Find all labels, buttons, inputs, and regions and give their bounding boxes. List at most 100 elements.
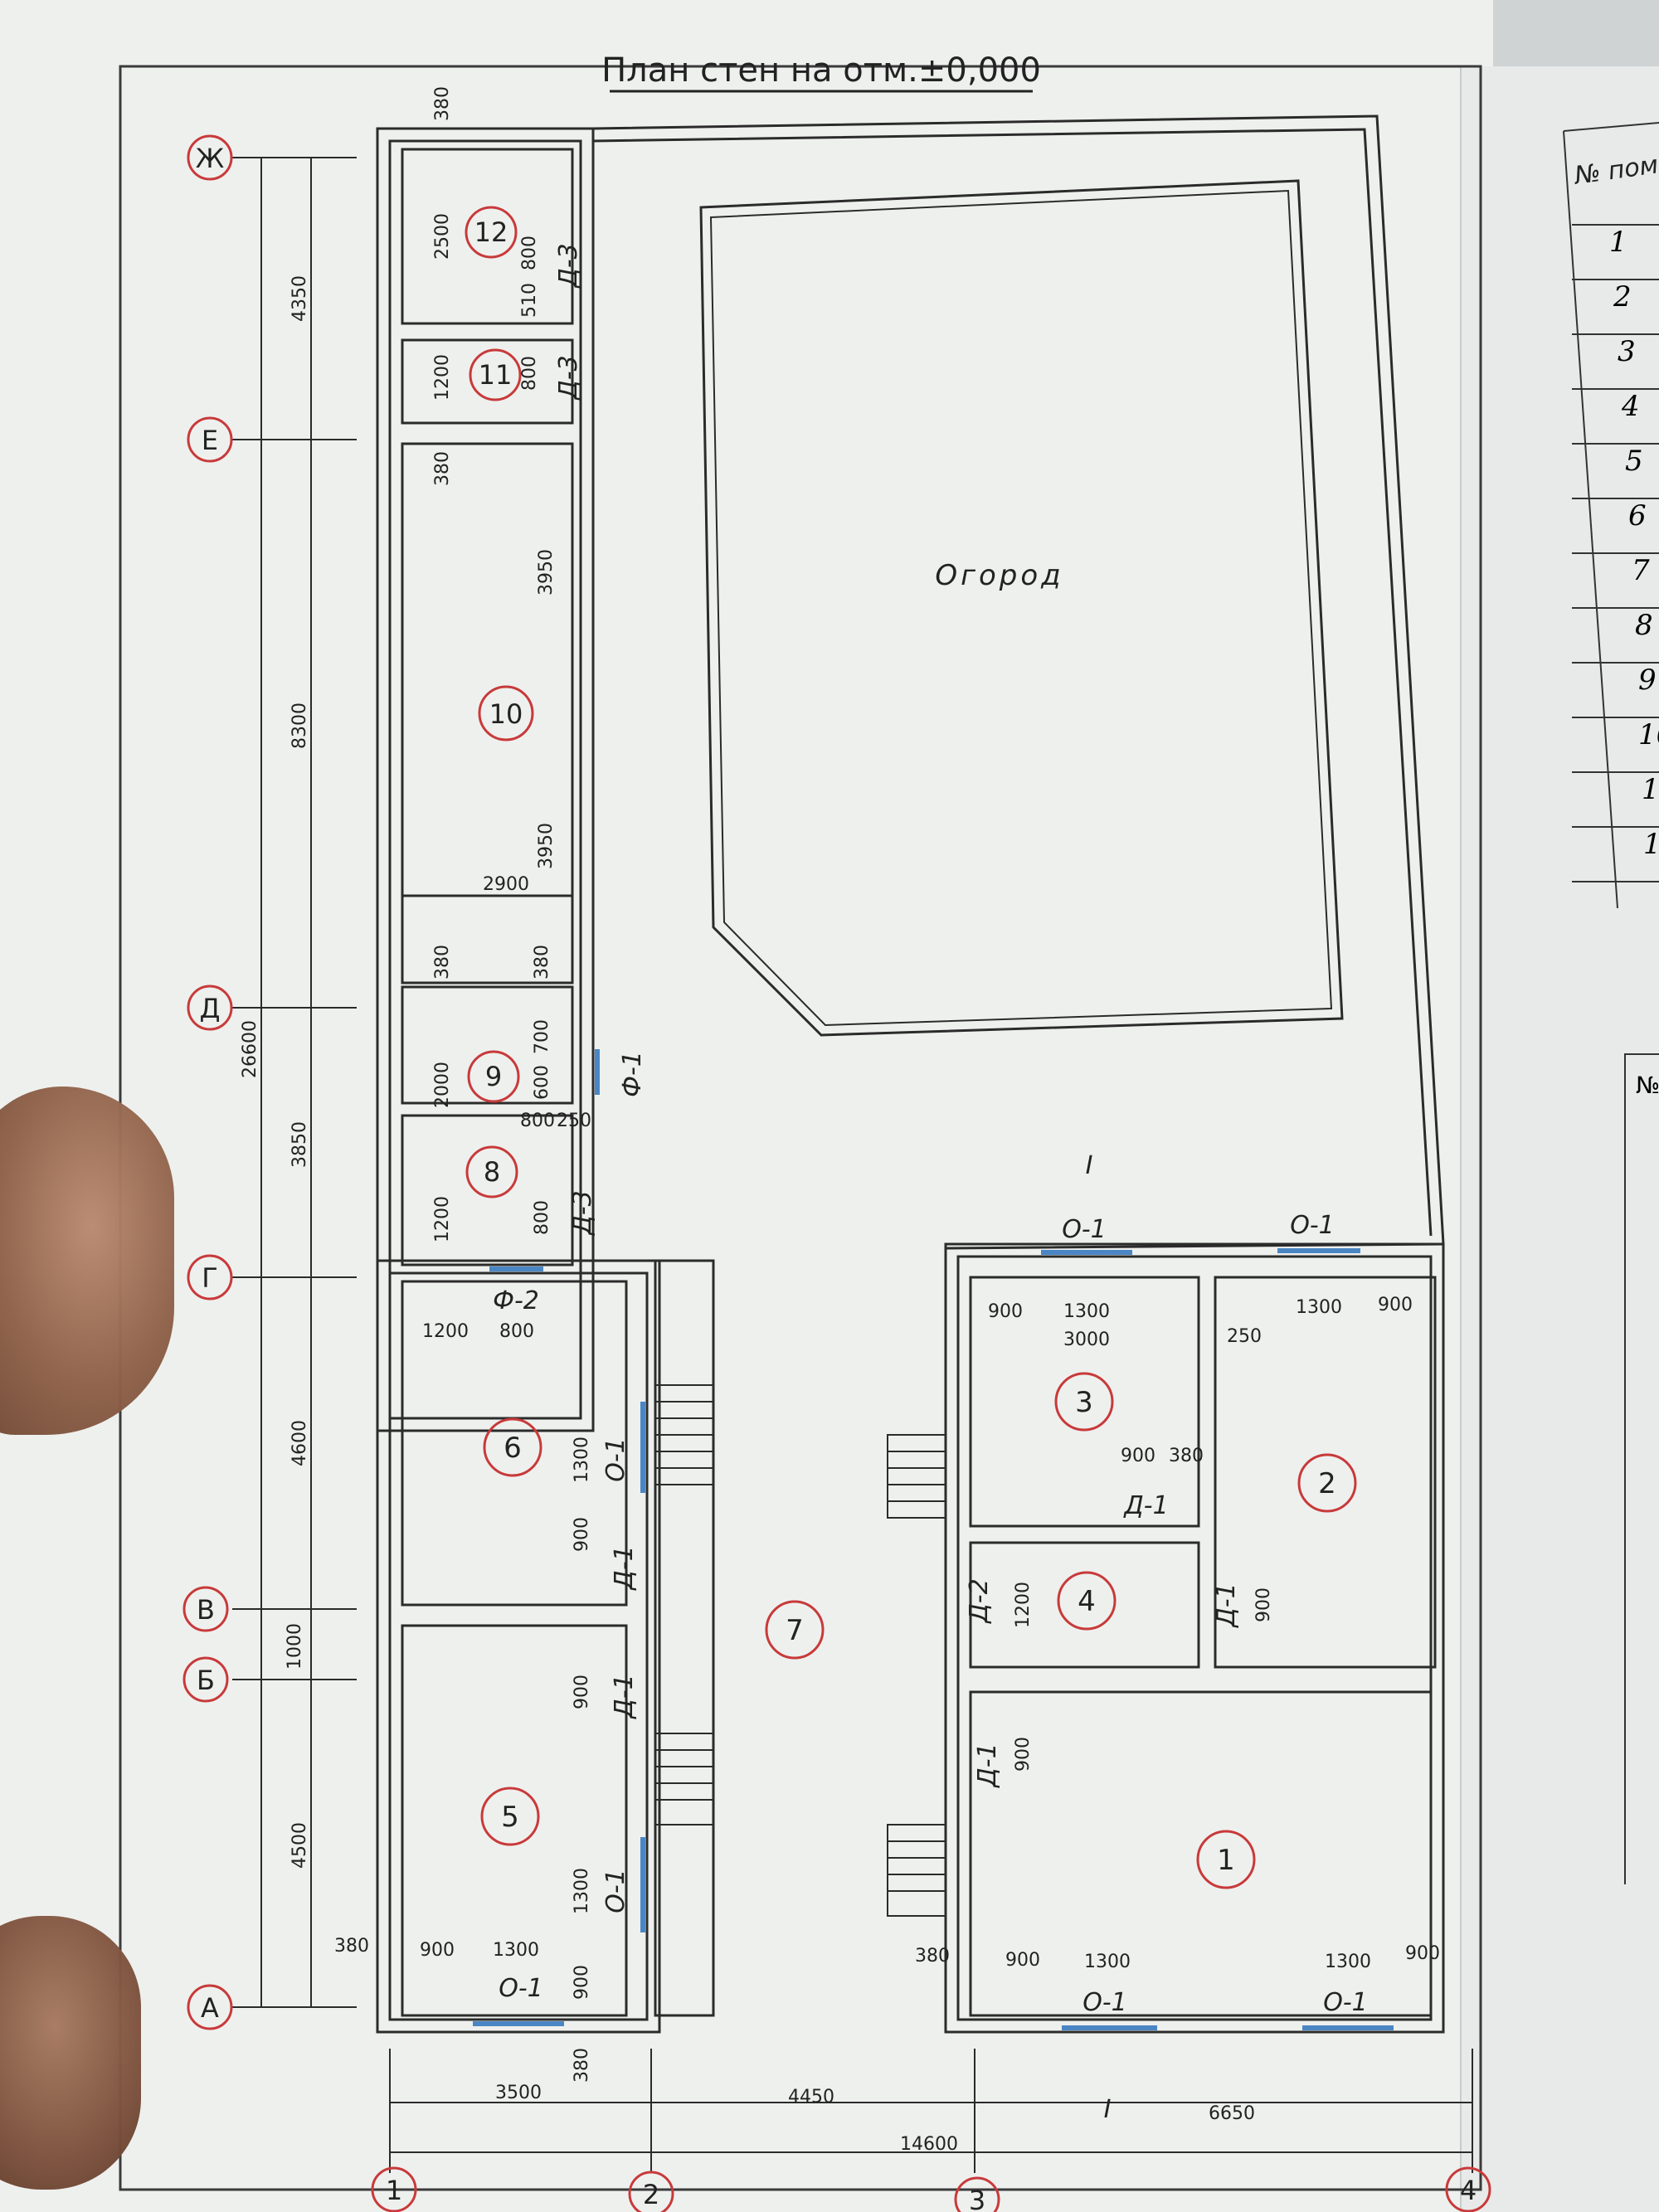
second-table: № п <box>1624 1053 1659 1884</box>
mark-door-d1: Д-1 <box>610 1674 639 1719</box>
svg-text:1200: 1200 <box>432 354 453 401</box>
right-block-walls <box>969 1276 1437 2017</box>
room-5: 5 <box>480 1787 540 1846</box>
room-6: 6 <box>483 1417 542 1477</box>
svg-text:380: 380 <box>432 945 453 980</box>
svg-text:4600: 4600 <box>289 1420 310 1466</box>
svg-text:380: 380 <box>432 86 453 121</box>
vertical-dim-chain <box>232 157 357 2008</box>
element-marks: О-1 О-1 Ф-2 О-1 О-1 О-1 Д-1 I I <box>493 1151 1368 2124</box>
svg-text:1: 1 <box>1217 1844 1235 1877</box>
svg-text:380: 380 <box>334 1936 369 1957</box>
svg-text:4: 4 <box>1078 1585 1096 1618</box>
mark-door-d3: Д-3 <box>554 243 583 289</box>
mark-window-o1: О-1 <box>1323 1988 1368 2017</box>
finger-occlusion <box>0 1087 174 1435</box>
mark-window-o1: О-1 <box>1290 1211 1335 1240</box>
svg-text:А: А <box>201 1992 219 2024</box>
svg-text:380: 380 <box>915 1946 950 1966</box>
svg-text:700: 700 <box>532 1019 552 1054</box>
svg-text:250: 250 <box>1227 1326 1262 1347</box>
svg-text:250: 250 <box>557 1111 591 1131</box>
svg-text:600: 600 <box>532 1065 552 1100</box>
svg-text:800: 800 <box>519 236 540 270</box>
mark-window-o1: О-1 <box>499 1974 543 2003</box>
mark-window-f2: Ф-2 <box>493 1286 539 1315</box>
svg-text:900: 900 <box>1405 1943 1440 1964</box>
svg-text:4350: 4350 <box>289 275 310 322</box>
svg-text:1300: 1300 <box>493 1940 539 1961</box>
svg-text:1200: 1200 <box>422 1321 469 1342</box>
svg-text:3950: 3950 <box>536 549 557 596</box>
svg-text:Д: Д <box>200 993 221 1024</box>
svg-text:1300: 1300 <box>572 1437 592 1483</box>
svg-text:800: 800 <box>520 1111 555 1131</box>
windows <box>473 1049 1394 2030</box>
column-axis-markers: 1 2 3 4 <box>371 2166 1491 2212</box>
mark-window-o1: О-1 <box>1082 1988 1127 2017</box>
mark-window-o1: О-1 <box>601 1869 630 1913</box>
svg-text:3: 3 <box>1075 1386 1093 1419</box>
table-row: 1 <box>1572 224 1659 279</box>
plan-title: План стен на отм.±0,000 <box>601 51 1041 90</box>
svg-text:900: 900 <box>572 1965 592 2000</box>
room-9: 9 <box>467 1050 520 1103</box>
svg-text:900: 900 <box>988 1301 1023 1322</box>
svg-text:2: 2 <box>1318 1467 1336 1500</box>
svg-text:Б: Б <box>197 1665 215 1696</box>
svg-text:5: 5 <box>501 1801 519 1834</box>
axis-marker-zh: Ж <box>187 134 233 181</box>
svg-text:11: 11 <box>479 359 513 391</box>
svg-text:4450: 4450 <box>788 2087 834 2107</box>
svg-text:1300: 1300 <box>1084 1952 1131 1972</box>
room-table-rows: 1 2 3 4 5 6 7 8 9 10 11 12 <box>1572 224 1659 882</box>
svg-text:10: 10 <box>489 698 523 730</box>
mark-door-d1: Д-1 <box>1212 1582 1241 1628</box>
axis-marker-e: Е <box>187 416 233 463</box>
svg-text:900: 900 <box>572 1675 592 1709</box>
room-markers: 1 2 3 4 5 6 7 8 9 10 11 12 <box>465 206 1357 1889</box>
svg-text:3: 3 <box>969 2185 985 2212</box>
svg-text:6: 6 <box>504 1432 522 1465</box>
svg-text:380: 380 <box>532 945 552 980</box>
svg-text:26600: 26600 <box>240 1020 260 1078</box>
svg-text:900: 900 <box>1013 1737 1034 1772</box>
axis-marker-d: Д <box>187 984 233 1031</box>
mark-door-d1: Д-1 <box>1122 1491 1168 1520</box>
svg-text:800: 800 <box>519 356 540 391</box>
svg-text:8: 8 <box>484 1156 500 1188</box>
svg-text:800: 800 <box>499 1321 534 1342</box>
table-row: 6 <box>1572 498 1659 552</box>
garden-outline-inner <box>709 189 1333 1027</box>
axis-marker-v: В <box>182 1586 229 1632</box>
horizontal-dim-chain <box>389 2049 1473 2173</box>
svg-text:В: В <box>197 1594 215 1626</box>
mark-door-d3: Д-3 <box>568 1190 597 1236</box>
table-row: 3 <box>1572 333 1659 388</box>
svg-text:3850: 3850 <box>289 1121 310 1168</box>
table-row: 7 <box>1572 552 1659 607</box>
room-8: 8 <box>465 1145 518 1198</box>
svg-text:380: 380 <box>1169 1446 1204 1466</box>
table-row: 9 <box>1572 662 1659 717</box>
garden-outline <box>699 179 1344 1037</box>
svg-text:900: 900 <box>1005 1950 1040 1971</box>
svg-text:3950: 3950 <box>536 823 557 869</box>
table-row: 5 <box>1572 443 1659 498</box>
room-10: 10 <box>478 685 534 741</box>
axis-marker-g: Г <box>187 1254 233 1300</box>
svg-text:4500: 4500 <box>289 1822 310 1869</box>
mark-door-d1: Д-1 <box>610 1545 639 1591</box>
section-marker: I <box>1104 2095 1112 2124</box>
svg-text:9: 9 <box>485 1061 502 1092</box>
room-7: 7 <box>765 1600 825 1660</box>
svg-text:2000: 2000 <box>432 1062 453 1108</box>
row-axis-markers: Ж Е Д Г В Б А <box>182 134 233 2030</box>
finger-occlusion <box>0 1916 141 2190</box>
table-row: 12 <box>1572 826 1659 882</box>
svg-text:1200: 1200 <box>432 1196 453 1242</box>
stair-right <box>887 1434 946 1917</box>
svg-text:Ж: Ж <box>196 143 224 174</box>
axis-marker-4: 4 <box>1445 2166 1491 2212</box>
